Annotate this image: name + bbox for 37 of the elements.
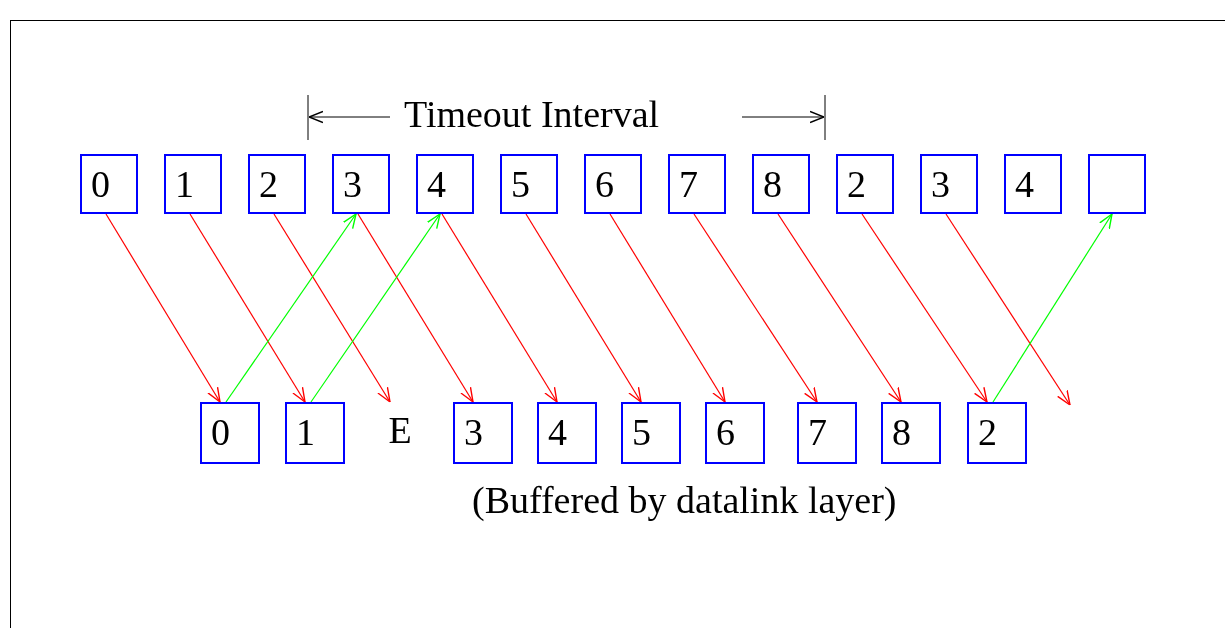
frame-box: 0 xyxy=(80,154,138,214)
frame-box: 2 xyxy=(967,402,1027,464)
frame-box: 8 xyxy=(752,154,810,214)
arrow xyxy=(525,213,642,403)
frame-box: 6 xyxy=(584,154,642,214)
frame-box: 2 xyxy=(836,154,894,214)
frame-box: 6 xyxy=(705,402,765,464)
frame-box: 4 xyxy=(537,402,597,464)
arrow xyxy=(105,213,221,403)
arrow xyxy=(992,213,1113,403)
arrow xyxy=(945,213,1071,406)
arrow xyxy=(357,213,474,403)
frame-box: 4 xyxy=(1004,154,1062,214)
frame-box: 1 xyxy=(285,402,345,464)
frame-box: 5 xyxy=(621,402,681,464)
arrow xyxy=(225,213,357,403)
arrow xyxy=(609,213,726,403)
empty-box xyxy=(1088,154,1146,214)
frame-box: 5 xyxy=(500,154,558,214)
frame-box: 4 xyxy=(416,154,474,214)
frame-box: 7 xyxy=(797,402,857,464)
frame-box: 2 xyxy=(248,154,306,214)
arrow xyxy=(189,213,306,403)
arrow xyxy=(861,213,988,403)
arrow xyxy=(310,213,441,403)
frame-box: 0 xyxy=(200,402,260,464)
frame-box: 3 xyxy=(920,154,978,214)
frame-box: 3 xyxy=(453,402,513,464)
arrow xyxy=(273,213,391,403)
arrow xyxy=(441,213,558,403)
frame-box: 7 xyxy=(668,154,726,214)
arrow xyxy=(777,213,902,403)
arrow xyxy=(693,213,818,403)
frame-label: E xyxy=(370,402,430,464)
frame-box: 1 xyxy=(164,154,222,214)
frame-box: 8 xyxy=(881,402,941,464)
frame-box: 3 xyxy=(332,154,390,214)
